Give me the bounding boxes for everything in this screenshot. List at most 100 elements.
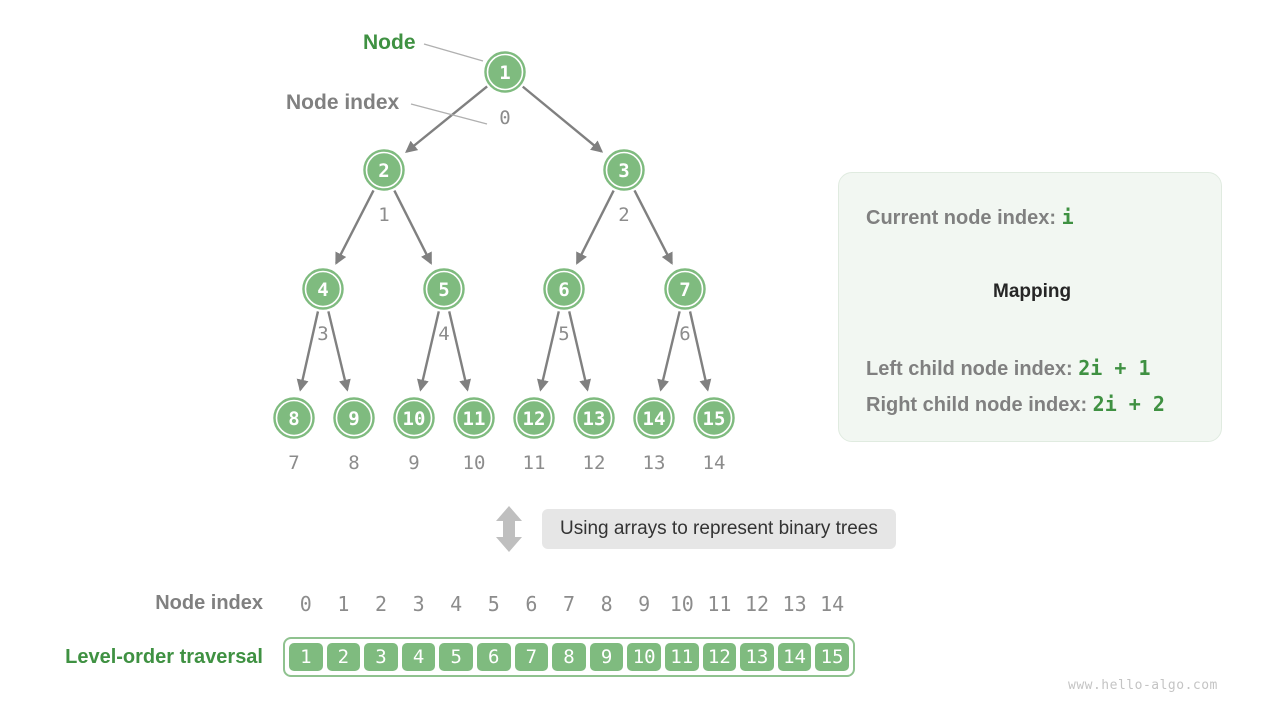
tree-edge xyxy=(393,189,433,265)
right-child-prefix: Right child node index: xyxy=(866,394,1093,416)
tree-node-index: 0 xyxy=(499,107,511,129)
watermark: www.hello-algo.com xyxy=(1068,678,1218,693)
array-index-label: 8 xyxy=(600,592,613,616)
tree-edge xyxy=(657,311,681,392)
tree-node: 2 xyxy=(363,149,405,191)
current-node-index-value: i xyxy=(1061,205,1074,229)
tree-node-value: 8 xyxy=(288,408,299,430)
tree-node: 10 xyxy=(393,397,435,439)
tree-edge xyxy=(537,311,560,392)
tree-node: 1 xyxy=(484,51,526,93)
right-child-formula: 2i + 2 xyxy=(1092,392,1165,416)
tree-node-index: 1 xyxy=(378,204,390,226)
tree-node-value: 7 xyxy=(679,279,690,301)
tree-edge xyxy=(417,311,440,392)
array-index-label: 3 xyxy=(412,592,425,616)
array-values-row-label: Level-order traversal xyxy=(65,646,263,668)
current-node-index-line: Current node index: i xyxy=(866,205,1074,230)
array-cell[interactable]: 7 xyxy=(512,641,551,673)
tree-node-value: 15 xyxy=(703,408,726,430)
tree-edge xyxy=(448,311,471,392)
array-cell[interactable]: 5 xyxy=(437,641,475,673)
tree-edge xyxy=(335,189,375,265)
tree-node: 4 xyxy=(302,268,344,310)
left-child-formula: 2i + 1 xyxy=(1078,356,1151,380)
array-cell[interactable]: 6 xyxy=(474,641,513,673)
tree-node-value: 12 xyxy=(523,408,546,430)
array-index-label: 5 xyxy=(487,592,500,616)
array-cell[interactable]: 1 xyxy=(287,641,325,673)
tree-edge xyxy=(296,311,320,392)
tree-node-value: 6 xyxy=(558,279,569,301)
tree-node-value: 11 xyxy=(463,408,486,430)
tree-node-value: 3 xyxy=(618,160,629,182)
array-cell[interactable]: 12 xyxy=(700,641,739,673)
mapping-panel xyxy=(838,172,1222,442)
array-index-label: 1 xyxy=(337,592,350,616)
array-cell[interactable]: 10 xyxy=(625,641,663,673)
array-index-label: 7 xyxy=(562,592,576,616)
tree-node: 5 xyxy=(423,268,465,310)
tree-node-index: 8 xyxy=(348,452,360,474)
tree-node-value: 9 xyxy=(348,408,359,430)
array-index-label: 0 xyxy=(299,592,312,616)
tree-node-value: 14 xyxy=(643,408,666,430)
tree-node-index: 9 xyxy=(408,452,420,474)
tree-node-value: 2 xyxy=(378,160,389,182)
connector-pill-label: Using arrays to represent binary trees xyxy=(542,509,896,549)
array-cell[interactable]: 8 xyxy=(550,641,588,673)
array-cell[interactable]: 14 xyxy=(775,641,814,673)
tree-node: 3 xyxy=(603,149,645,191)
tree-node: 9 xyxy=(333,397,375,439)
tree-node: 12 xyxy=(513,397,555,439)
array-index-label: 6 xyxy=(525,592,538,616)
left-child-prefix: Left child node index: xyxy=(866,358,1079,380)
array-index-label: 12 xyxy=(744,592,770,616)
tree-node-index: 3 xyxy=(317,323,329,345)
tree-edge xyxy=(521,85,604,153)
right-child-formula-line: Right child node index: 2i + 2 xyxy=(866,392,1165,417)
tree-edges xyxy=(296,85,712,392)
tree-node: 8 xyxy=(273,397,315,439)
current-node-index-prefix: Current node index: xyxy=(866,207,1062,229)
array-index-label: 13 xyxy=(782,592,807,616)
tree-edge xyxy=(327,311,351,392)
array-index-label: 10 xyxy=(669,592,694,616)
tree-node-index: 10 xyxy=(462,452,486,474)
tree-edge xyxy=(405,85,488,153)
left-child-formula-line: Left child node index: 2i + 1 xyxy=(866,356,1150,381)
tree-edge xyxy=(633,189,673,265)
tree-node: 15 xyxy=(693,397,735,439)
array-index-label: 14 xyxy=(820,592,845,616)
tree-node-value: 10 xyxy=(403,408,426,430)
tree-node-value: 1 xyxy=(499,62,510,84)
array-index-label: 4 xyxy=(450,592,463,616)
array-cell[interactable]: 11 xyxy=(662,641,701,673)
tree-edge xyxy=(575,189,615,265)
tree-node-index: 7 xyxy=(288,452,300,474)
array-cell[interactable]: 9 xyxy=(587,641,626,673)
tree-edge xyxy=(568,311,591,392)
array-cell[interactable]: 4 xyxy=(399,641,438,673)
array-index-row-label: Node index xyxy=(155,592,263,614)
array-cell[interactable]: 2 xyxy=(324,641,363,673)
array-cell[interactable]: 13 xyxy=(738,641,776,673)
array-cell[interactable]: 15 xyxy=(813,641,851,673)
array-index-label: 2 xyxy=(374,592,388,616)
tree-node: 13 xyxy=(573,397,615,439)
tree-node-index: 12 xyxy=(582,452,606,474)
two-way-arrow-icon xyxy=(496,506,522,552)
tree-node-value: 13 xyxy=(583,408,606,430)
tree-node-index: 6 xyxy=(679,323,691,345)
tree-node-index: 2 xyxy=(618,204,630,226)
array-cell[interactable]: 3 xyxy=(362,641,400,673)
tree-edge xyxy=(688,311,712,392)
tree-node-value: 4 xyxy=(317,279,328,301)
callout-node-index-label: Node index xyxy=(286,91,400,114)
tree-node-index: 5 xyxy=(558,323,570,345)
tree-node: 11 xyxy=(453,397,495,439)
